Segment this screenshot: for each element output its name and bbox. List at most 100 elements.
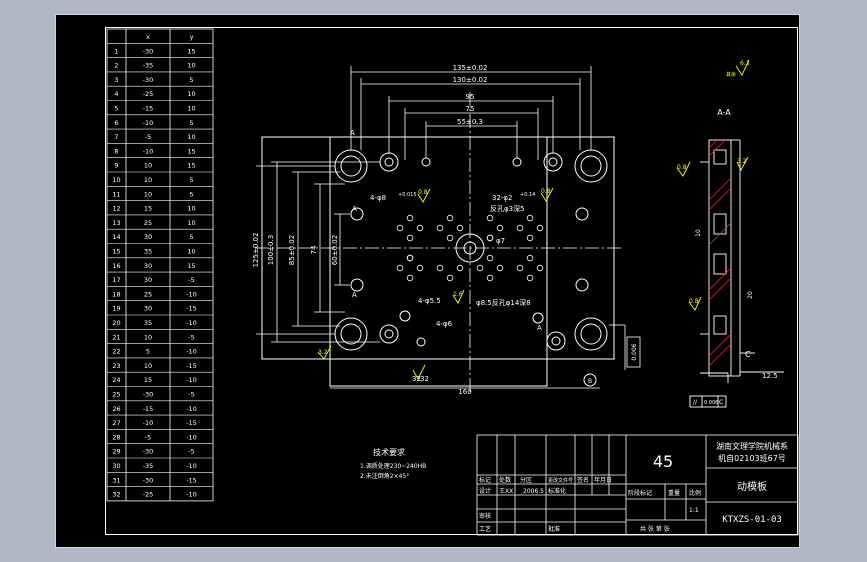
table-cell: 15 [144,205,152,213]
table-cell: -5 [145,433,151,441]
flat-symbol: // [693,399,698,406]
table-cell: 2 [114,62,118,70]
table-cell: 7 [114,133,118,141]
table-cell: 15 [187,262,195,270]
table-cell: 6 [114,119,118,127]
table-cell: 5 [189,176,193,184]
pin-hole [456,224,464,232]
svg-text:0.8: 0.8 [418,189,428,196]
dim-160: 160 [458,388,471,396]
table-cell: 10 [187,133,195,141]
svg-text:阶段标记: 阶段标记 [628,489,652,497]
table-cell: 5 [189,233,193,241]
svg-text:批准: 批准 [548,525,560,533]
dim-85: 85±0.02 [288,235,296,265]
svg-text:分区: 分区 [520,476,532,484]
table-cell: 30 [144,262,152,270]
title-block-texts: 45 湖南文理学院机械系 机自02103班67号 动模板 KTXZS-01-03… [479,441,788,533]
phi7-label: φ7 [496,237,505,245]
dim-130: 130±0.02 [453,76,488,84]
section-aa-title: A-A [717,108,731,117]
table-cell: 12 [112,205,120,213]
section-dim-20: 20 [747,291,754,299]
svg-text:共 张 第 张: 共 张 第 张 [640,525,670,533]
table-cell: 18 [112,290,120,298]
table-cell: -30 [143,391,154,399]
pin-hole [446,234,454,242]
hole-8-label: 4-φ8 [370,194,386,202]
table-cell: 31 [112,476,120,484]
svg-text:重量: 重量 [668,489,680,497]
table-cell: 10 [187,219,195,227]
svg-text:标记: 标记 [479,476,491,484]
svg-text:设计: 设计 [479,487,491,495]
table-cell: 11 [112,190,120,198]
section-view [689,139,784,408]
label-a-bottom: A [352,291,357,299]
dimension-texts: 135±0.02 130±0.02 95 75 55±0.3 160 32 12… [252,64,638,396]
svg-text:标准化: 标准化 [548,487,566,495]
table-cell: 35 [144,248,152,256]
pin-hole [526,234,534,242]
pin-hole [396,224,404,232]
note-85: φ8.5反孔φ14深8 [476,298,531,307]
table-cell: 13 [112,219,120,227]
table-cell: 10 [144,162,152,170]
table-cell: 5 [146,348,150,356]
pin-hole [446,214,454,222]
table-cell: -10 [186,290,197,298]
pin-hole [536,264,544,272]
label-a-right: A [537,324,542,332]
pin-hole [486,234,494,242]
table-cell: 5 [189,76,193,84]
rough-32-bottom: 32 [412,375,421,383]
table-cell: 1 [114,47,118,55]
table-cell: -10 [186,348,197,356]
table-cell: -15 [186,476,197,484]
section-dim-125: 12.5 [762,372,778,380]
pin-hole [406,234,414,242]
pin-hole [486,254,494,262]
table-header-cell: y [190,33,194,41]
svg-text:1:1: 1:1 [689,507,699,514]
table-cell: 4 [114,90,118,98]
table-cell: -10 [186,491,197,499]
dim-74: 74 [310,245,318,254]
pin-hole [436,264,444,272]
table-cell: 10 [144,333,152,341]
table-cell: -15 [186,305,197,313]
table-cell: 32 [112,491,120,499]
table-cell: 19 [112,305,120,313]
table-cell: 10 [187,248,195,256]
svg-text:审核: 审核 [479,512,491,520]
table-cell: 24 [112,376,120,384]
table-cell: 30 [144,233,152,241]
table-cell: 17 [112,276,120,284]
table-cell: -15 [143,105,154,113]
table-cell: 35 [144,319,152,327]
svg-text:签名: 签名 [577,476,589,484]
rough-other: 其余 [726,71,736,78]
notes-line2: 2.未注倒角2×45° [360,472,409,480]
table-cell: 10 [144,362,152,370]
drawing-number: KTXZS-01-03 [722,515,782,525]
table-cell: 10 [187,205,195,213]
table-cell: 25 [144,290,152,298]
roughness-values: 0.8 0.8 1.6 3.2 0.8 0.8 3.2 6.3 其余 [318,60,750,356]
table-cell: 20 [112,319,120,327]
pin-hole [486,274,494,282]
pin-hole [406,274,414,282]
pin-hole [406,254,414,262]
table-cell: 10 [187,90,195,98]
pin-hole [526,274,534,282]
material: 45 [653,452,673,471]
tech-notes: 技术要求 1.调质处理230~240HB 2.未注倒角2×45° [360,447,426,480]
hole-6-label: 4-φ6 [436,320,453,328]
dim-75: 75 [466,105,475,113]
pin-hole [446,274,454,282]
table-cell: 10 [187,62,195,70]
table-cell: 25 [144,219,152,227]
svg-text:更改文件号: 更改文件号 [548,477,573,484]
table-cell: 15 [144,376,152,384]
